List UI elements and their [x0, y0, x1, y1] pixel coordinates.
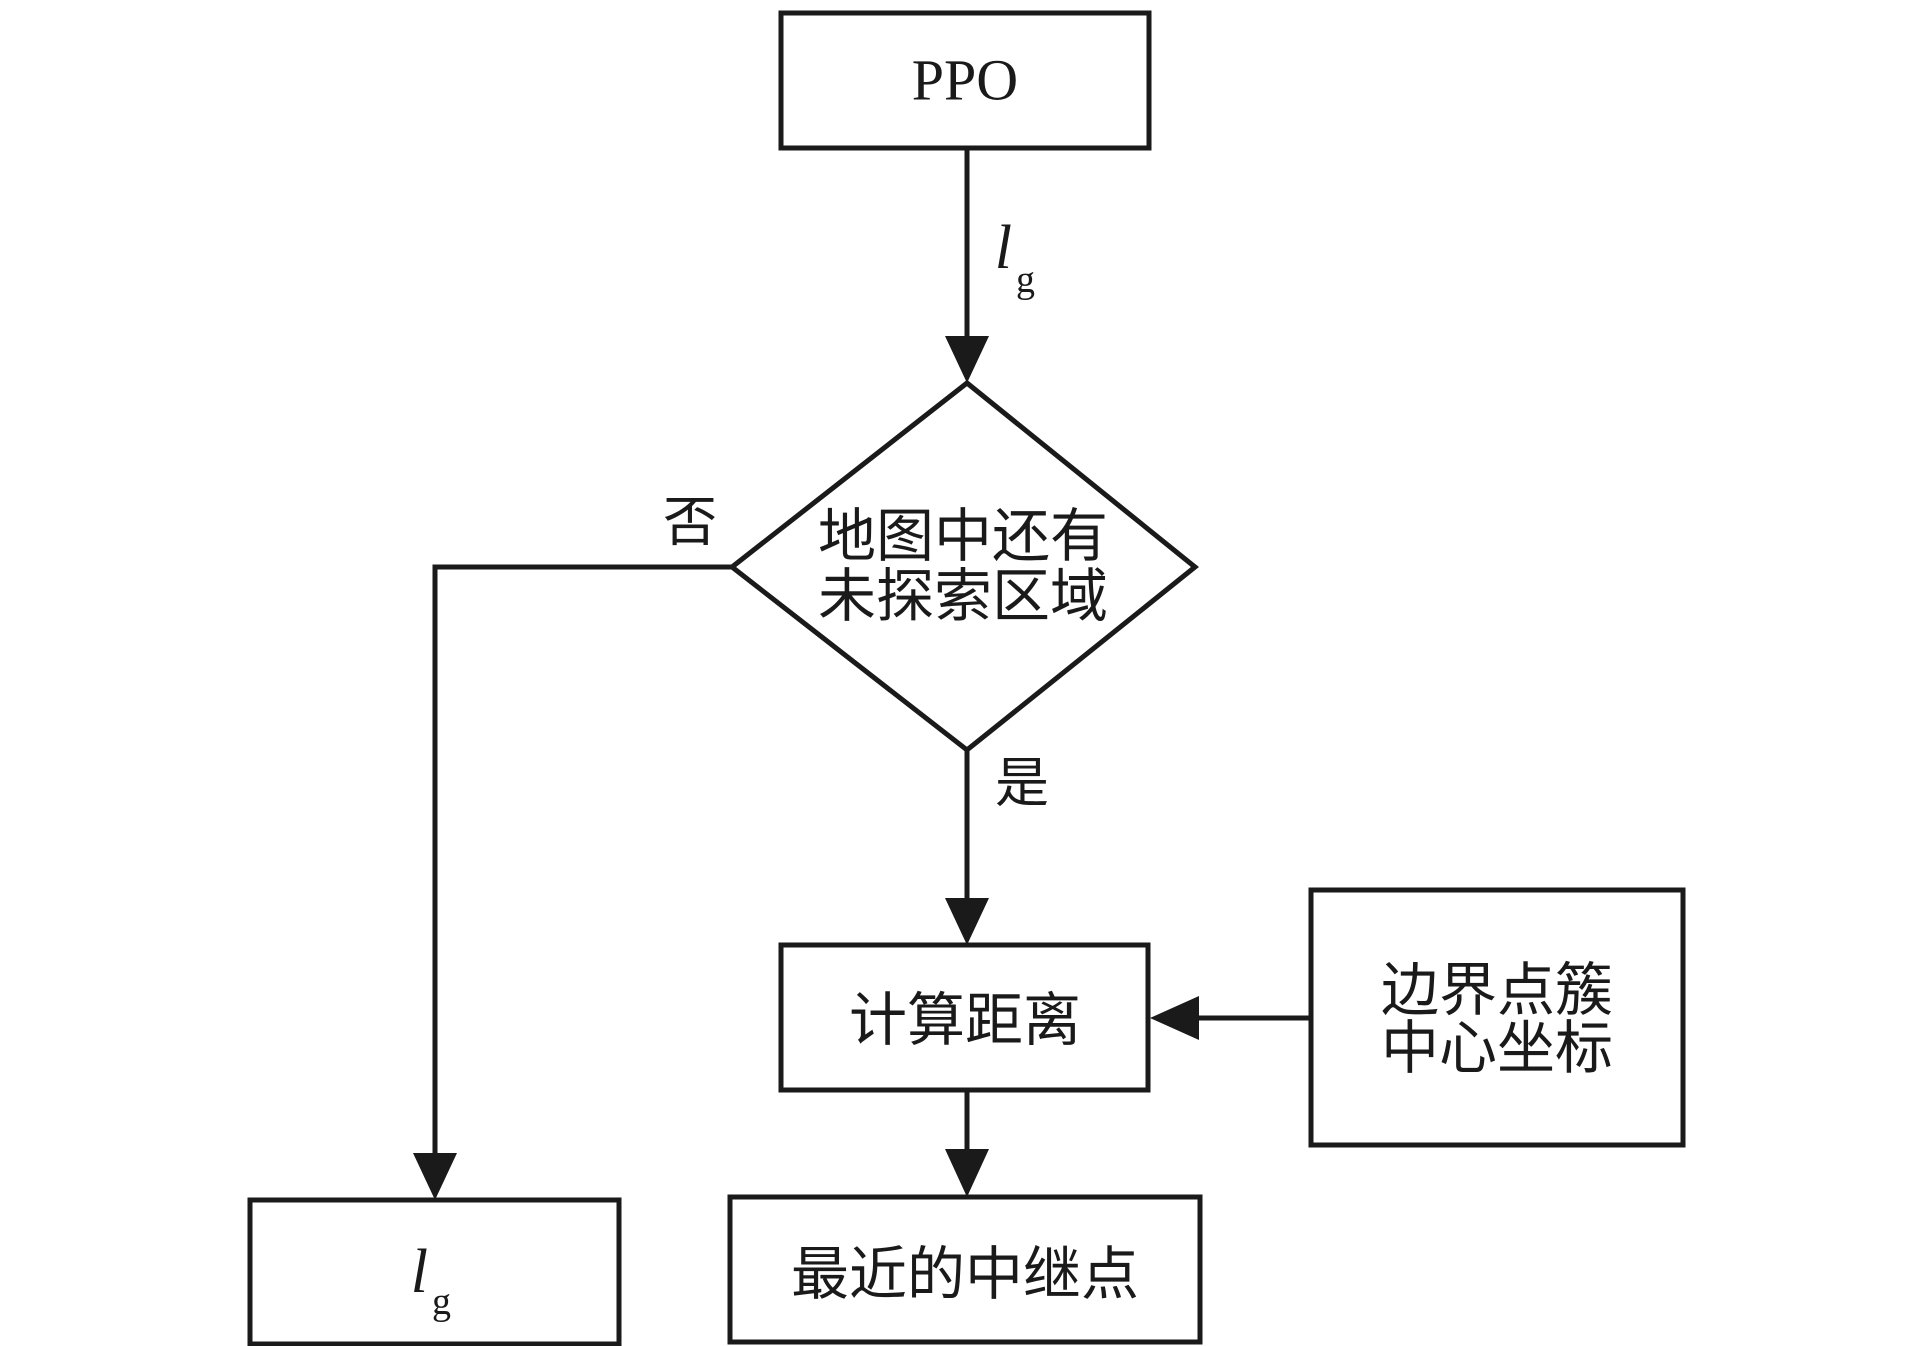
decision-line-2: 未探索区域 — [818, 562, 1108, 630]
edge-no-branch — [432, 564, 732, 1157]
no-label: 否 — [663, 491, 717, 554]
frontier-line-1: 边界点簇 — [1381, 956, 1613, 1024]
arrowhead-compute — [945, 898, 989, 945]
nearest-relay-box — [727, 1194, 1203, 1345]
ppo-label: PPO — [912, 48, 1018, 113]
frontier-line-2: 中心坐标 — [1381, 1014, 1613, 1082]
decision-line-1: 地图中还有 — [818, 502, 1108, 570]
arrowhead-decision — [945, 336, 989, 383]
arrowhead-compute-left — [1150, 996, 1199, 1040]
output-var: l — [411, 1238, 428, 1306]
yes-label: 是 — [995, 752, 1049, 815]
output-subscript: g — [432, 1281, 451, 1323]
output-lg-box — [247, 1197, 622, 1346]
nearest-relay-label: 最近的中继点 — [791, 1240, 1139, 1308]
ppo-box — [778, 10, 1152, 151]
edge-subscript: g — [1016, 259, 1035, 301]
arrowhead-nearest — [945, 1149, 989, 1197]
arrowhead-output — [413, 1153, 457, 1200]
compute-distance-box — [778, 942, 1151, 1093]
edge-var: l — [995, 214, 1012, 282]
compute-distance-label: 计算距离 — [849, 986, 1081, 1054]
